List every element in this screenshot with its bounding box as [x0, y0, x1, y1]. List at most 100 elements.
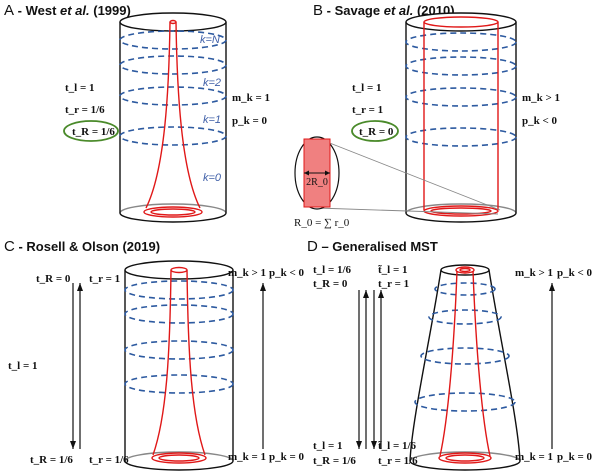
ring-b-1	[405, 32, 517, 52]
cylinder-a-bottom	[119, 212, 227, 223]
panel-c: C - Rosell & Olson (2019) t_R = 0 t_r = …	[4, 238, 305, 471]
cylinder-b-top	[405, 12, 517, 32]
label-a-pk: p_k = 0	[232, 115, 268, 127]
ring-b-4	[405, 127, 517, 147]
cylinder-a-bottom-back	[119, 203, 227, 214]
cylinder-b-bottom	[405, 212, 517, 223]
label-c-mk-bot: m_k = 1	[228, 451, 266, 463]
label-d-mk-top: m_k > 1	[515, 267, 553, 279]
arrow-d-2-head	[363, 290, 369, 298]
vessel-d-top-inner	[459, 267, 471, 273]
label-b-tl: t_l = 1	[352, 82, 382, 94]
arrow-d-3-head	[371, 441, 377, 449]
cone-d-bottom-back	[409, 451, 521, 462]
arrow-c-tR-head	[70, 441, 76, 449]
label-d-tr-bot: t_r = 1/6	[378, 455, 418, 467]
label-a-tR: t_R = 1/6	[72, 126, 115, 138]
label-d-ttl-bot: t̃_l = 1/6	[378, 440, 417, 452]
highlight-b-tR	[351, 120, 399, 142]
ring-c-4	[124, 374, 234, 394]
label-b-pk: p_k < 0	[522, 115, 558, 127]
arrow-c-tr-head	[77, 283, 83, 291]
label-k-n: k=N	[200, 34, 220, 46]
ring-d-4	[414, 392, 516, 412]
label-d-ttl-top: t̃_l = 1	[378, 264, 408, 276]
label-c-tr-bot: t_r = 1/6	[89, 454, 129, 466]
vessel-d-base-inner	[445, 454, 485, 462]
vessel-d-left	[439, 270, 458, 457]
panel-d-title: D – Generalised MST	[307, 238, 438, 255]
label-r0-sum: R_0 = ∑ r_0	[294, 217, 350, 229]
label-k-0: k=0	[203, 172, 222, 184]
inset-connector-top	[316, 137, 501, 211]
ring-b-3	[405, 87, 517, 107]
inset-arrow-right	[325, 170, 330, 176]
label-c-tR-top: t_R = 0	[36, 273, 71, 285]
panel-a-title: A - West et al. (1999)	[4, 2, 131, 19]
cylinder-c-bottom	[124, 460, 234, 471]
label-d-tR-bot: t_R = 1/6	[313, 455, 356, 467]
label-c-pk-bot: p_k = 0	[269, 451, 305, 463]
label-c-tR-bot: t_R = 1/6	[30, 454, 73, 466]
arrow-d-1-head	[356, 441, 362, 449]
ring-a-2	[119, 55, 227, 75]
panel-d: D – Generalised MST t_l = 1/6 t_R = 0 t̃…	[307, 238, 593, 471]
panel-c-title: C - Rosell & Olson (2019)	[4, 238, 160, 255]
label-d-mk-bot: m_k = 1	[515, 451, 553, 463]
label-d-tl-bot: t_l = 1	[313, 440, 343, 452]
panel-a: A - West et al. (1999) k=N k=2 k=1 k=0 t…	[4, 2, 270, 223]
label-a-tl: t_l = 1	[65, 82, 95, 94]
inset-connector-bottom	[316, 207, 499, 215]
ring-c-1	[124, 280, 234, 300]
label-2r0: 2R_0	[306, 177, 328, 188]
label-k-2: k=2	[203, 77, 221, 89]
label-c-mk-top: m_k > 1	[228, 267, 266, 279]
cone-d-bottom	[409, 460, 521, 471]
ring-c-2	[124, 304, 234, 324]
cylinder-c-top	[124, 260, 234, 280]
label-c-tr-top: t_r = 1	[89, 273, 120, 285]
vessel-a-base-inner	[150, 208, 196, 216]
label-b-tR: t_R = 0	[359, 126, 394, 138]
label-c-tl: t_l = 1	[8, 360, 38, 372]
label-k-1: k=1	[203, 114, 221, 126]
arrow-c-right-head	[260, 283, 266, 291]
vessel-c-right	[186, 269, 206, 456]
ring-c-3	[124, 340, 234, 360]
label-d-tR-top: t_R = 0	[313, 278, 348, 290]
vessel-a-right	[175, 21, 201, 209]
vessel-c-base-inner	[158, 454, 200, 462]
vessel-d-right	[472, 270, 491, 457]
label-d-pk-top: p_k < 0	[557, 267, 593, 279]
arrow-d-right-head	[549, 283, 555, 291]
arrow-d-4-head	[378, 290, 384, 298]
vessel-c-base-outer	[151, 452, 207, 464]
ring-a-3	[119, 86, 227, 106]
vessel-a-base-outer	[143, 206, 203, 218]
label-d-pk-bot: p_k = 0	[557, 451, 593, 463]
label-b-mk: m_k > 1	[522, 92, 560, 104]
ring-d-1	[434, 282, 496, 296]
vessel-d-top-outer	[455, 266, 475, 274]
ring-a-1	[119, 30, 227, 50]
cone-d-top	[440, 264, 490, 276]
label-b-tr: t_r = 1	[352, 104, 383, 116]
label-d-tl-top: t_l = 1/6	[313, 264, 352, 276]
cylinder-b-bottom-back	[405, 203, 517, 214]
vessel-a-left	[145, 21, 171, 209]
highlight-a-tR	[63, 120, 119, 142]
cone-d-left-wall	[409, 269, 442, 462]
label-a-mk: m_k = 1	[232, 92, 270, 104]
vessel-b-base-outer	[423, 205, 499, 217]
label-a-tr: t_r = 1/6	[65, 104, 105, 116]
ring-d-3	[420, 347, 510, 365]
panel-b: B - Savage et al. (2010) 2R_0 R_0 = ∑ r_…	[294, 2, 560, 229]
cylinder-a-top	[119, 12, 227, 32]
vessel-d-base-outer	[438, 452, 492, 464]
ring-a-4	[119, 126, 227, 146]
label-d-tr-top: t_r = 1	[378, 278, 409, 290]
cone-d-right-wall	[488, 269, 521, 462]
cylinder-c-bottom-back	[124, 451, 234, 462]
panel-b-title: B - Savage et al. (2010)	[313, 2, 455, 19]
